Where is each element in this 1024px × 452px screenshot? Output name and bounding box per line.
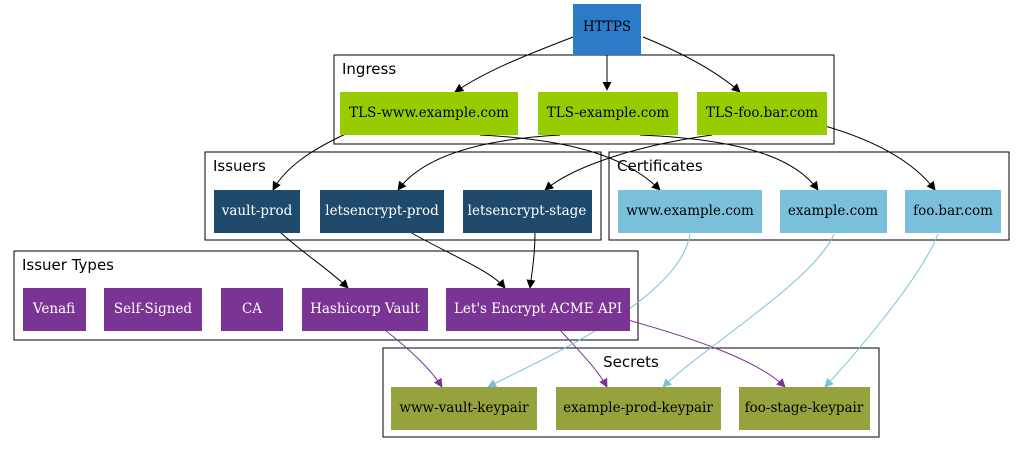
cluster-issuers-title: Issuers (213, 157, 266, 175)
node-acme: Let's Encrypt ACME API (446, 288, 630, 331)
node-tls-www: TLS-www.example.com (340, 92, 518, 135)
node-vault-prod: vault-prod (214, 190, 300, 233)
cluster-secrets: Secrets (382, 347, 880, 438)
node-tls-www-label: TLS-www.example.com (349, 105, 509, 121)
node-sec-www-label: www-vault-keypair (399, 400, 529, 416)
edge-acme-sec-example (559, 329, 608, 388)
edge-acme-sec-foo (627, 319, 786, 388)
node-tls-example-label: TLS-example.com (547, 105, 670, 121)
cluster-ingress-title: Ingress (342, 60, 396, 78)
node-cert-www: www.example.com (618, 190, 762, 233)
edge-cert-example-sec-example (662, 233, 835, 388)
edge-le-prod-acme (409, 231, 506, 289)
node-venafi: Venafi (23, 288, 86, 331)
node-hashicorp-label: Hashicorp Vault (310, 301, 420, 317)
node-acme-label: Let's Encrypt ACME API (454, 301, 622, 317)
node-sec-foo-label: foo-stage-keypair (745, 400, 864, 416)
edge-le-stage-acme (526, 231, 536, 289)
node-vault-prod-label: vault-prod (221, 203, 293, 219)
node-cert-example: example.com (780, 190, 887, 233)
node-https-label: HTTPS (583, 19, 631, 35)
edges-default (272, 36, 936, 289)
edges-issuer-type (384, 319, 786, 388)
node-sec-example-label: example-prod-keypair (563, 400, 713, 416)
node-hashicorp: Hashicorp Vault (302, 288, 428, 331)
node-cert-www-label: www.example.com (626, 203, 754, 219)
node-le-stage: letsencrypt-stage (463, 190, 592, 233)
cluster-secrets-title: Secrets (603, 353, 659, 371)
cluster-issuers: Issuers (204, 151, 602, 241)
edge-tls-foo-cert-foo (824, 125, 936, 191)
node-le-prod: letsencrypt-prod (320, 190, 444, 233)
node-ca-label: CA (242, 301, 262, 317)
node-le-stage-label: letsencrypt-stage (468, 203, 587, 219)
edge-tls-example-cert-example (639, 134, 819, 191)
node-sec-www: www-vault-keypair (391, 387, 537, 430)
edge-tls-www-cert-www (479, 134, 661, 191)
node-le-prod-label: letsencrypt-prod (325, 203, 439, 219)
node-self-signed-label: Self-Signed (114, 301, 193, 317)
node-venafi-label: Venafi (32, 301, 75, 317)
node-sec-foo: foo-stage-keypair (739, 387, 870, 430)
node-https: HTTPS (573, 4, 641, 55)
edge-tls-www-vault-prod (272, 131, 351, 191)
edge-https-tls-foo (642, 36, 741, 93)
node-ca: CA (221, 288, 283, 331)
node-cert-foo-label: foo.bar.com (913, 203, 993, 219)
edge-vault-prod-hashicorp (279, 231, 349, 289)
edge-https-tls-www (454, 36, 574, 93)
node-cert-example-label: example.com (788, 203, 878, 219)
cluster-issuer-types-title: Issuer Types (22, 256, 114, 274)
cluster-issuer-types: Issuer Types (13, 250, 639, 341)
edge-tls-foo-le-stage (544, 134, 713, 191)
edge-tls-example-le-prod (397, 134, 561, 191)
edge-cert-foo-sec-foo (824, 233, 939, 388)
edge-hashicorp-sec-www (384, 329, 443, 388)
cluster-certificates: Certificates (608, 151, 1010, 241)
node-tls-foo: TLS-foo.bar.com (697, 92, 827, 135)
node-sec-example: example-prod-keypair (556, 387, 721, 430)
node-tls-foo-label: TLS-foo.bar.com (706, 105, 818, 121)
node-cert-foo: foo.bar.com (905, 190, 1001, 233)
node-tls-example: TLS-example.com (538, 92, 678, 135)
cluster-certificates-title: Certificates (617, 157, 703, 175)
node-self-signed: Self-Signed (104, 288, 202, 331)
